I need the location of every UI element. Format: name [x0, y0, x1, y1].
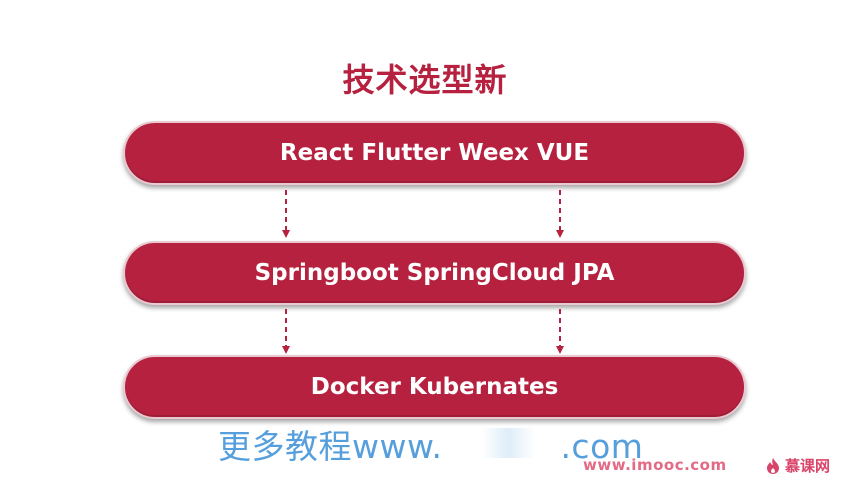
imooc-logo: 慕课网: [765, 455, 830, 476]
frontend-layer-label: React Flutter Weex VUE: [279, 140, 590, 166]
flame-icon: [767, 457, 779, 474]
footer-site-url: www.imooc.com: [583, 456, 727, 474]
watermark-suffix: .com: [560, 427, 644, 466]
watermark-prefix: 更多教程www.: [218, 427, 443, 466]
frontend-layer-box: React Flutter Weex VUE: [123, 121, 746, 185]
slide-title: 技术选型新: [342, 61, 508, 99]
logo-text: 慕课网: [785, 457, 831, 475]
infrastructure-layer-label: Docker Kubernates: [310, 374, 559, 400]
watermark-blur-patch: [455, 428, 535, 458]
backend-layer-label: Springboot SpringCloud JPA: [254, 260, 615, 286]
infrastructure-layer-box: Docker Kubernates: [123, 355, 746, 419]
watermark-text: 更多教程www. .com: [218, 420, 643, 468]
backend-layer-box: Springboot SpringCloud JPA: [123, 241, 746, 305]
